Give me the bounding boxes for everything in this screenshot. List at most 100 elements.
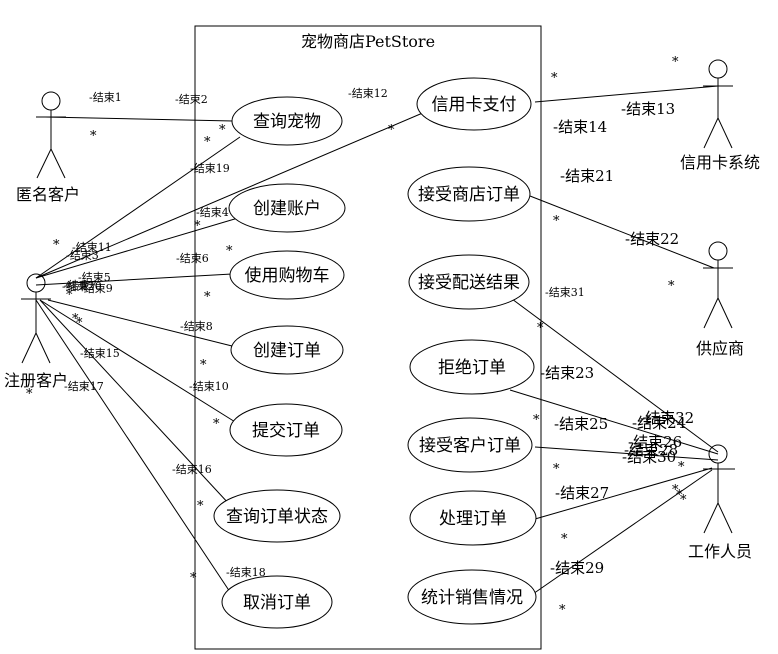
multiplicity: *	[537, 321, 544, 336]
use-case-label: 接受商店订单	[418, 185, 520, 205]
use-case-card-pay[interactable]: 信用卡支付	[416, 77, 532, 131]
use-case-accept-store-order[interactable]: 接受商店订单	[407, 166, 531, 222]
multiplicity: *	[219, 123, 226, 138]
end-label: -结束18	[226, 566, 266, 579]
assoc-process-staff	[534, 467, 713, 520]
actor-label: 匿名客户	[16, 185, 80, 204]
end-label: -结束1	[89, 91, 122, 104]
actor-label: 供应商	[696, 339, 744, 358]
use-case-label: 查询宠物	[253, 112, 321, 132]
end-label: -结束16	[172, 463, 212, 476]
assoc-card-pay-card	[534, 85, 719, 103]
multiplicity: *	[197, 499, 204, 514]
use-case-label: 创建账户	[253, 199, 321, 219]
actor-anonymous-customer[interactable]	[36, 91, 66, 179]
multiplicity: *	[66, 288, 73, 303]
multiplicity: *	[551, 71, 558, 86]
actor-supplier[interactable]	[703, 241, 733, 329]
assoc-reg-submit-order	[39, 299, 241, 426]
use-case-accept-ship-result[interactable]: 接受配送结果	[408, 254, 530, 310]
multiplicity: *	[204, 135, 211, 150]
multiplicity: *	[553, 214, 560, 229]
use-case-label: 创建订单	[253, 341, 321, 361]
use-case-reject-order[interactable]: 拒绝订单	[409, 339, 535, 395]
end-label: -结束10	[189, 380, 229, 393]
association-lines	[35, 85, 719, 597]
use-case-cancel-order[interactable]: 取消订单	[221, 575, 333, 629]
use-case-process-order[interactable]: 处理订单	[409, 490, 537, 546]
end-label: -结束23	[540, 364, 594, 382]
end-label: -结束12	[348, 87, 388, 100]
use-case-label: 使用购物车	[245, 265, 330, 286]
multiplicity: *	[190, 571, 197, 586]
use-case-label: 取消订单	[243, 593, 311, 613]
use-case-label: 查询订单状态	[226, 507, 328, 527]
use-case-label: 接受配送结果	[418, 273, 520, 293]
actor-label: 工作人员	[688, 542, 752, 561]
actor-credit-card-system[interactable]	[703, 59, 733, 149]
assoc-reg-cancel-order	[35, 299, 233, 596]
multiplicity: *	[213, 417, 220, 432]
end-label: -结束28	[624, 441, 678, 459]
end-label: -结束29	[550, 559, 604, 577]
use-case-use-cart[interactable]: 使用购物车	[229, 250, 345, 300]
multiplicity: *	[226, 244, 233, 259]
use-case-query-pet[interactable]: 查询宠物	[231, 96, 343, 146]
use-case-create-account[interactable]: 创建账户	[228, 183, 346, 233]
multiplicity: *	[388, 123, 395, 138]
multiplicity: *	[672, 483, 679, 498]
assoc-anon-query-pet	[44, 116, 234, 122]
use-case-accept-customer-order[interactable]: 接受客户订单	[407, 417, 533, 473]
assoc-accept-cust-staff	[534, 446, 719, 461]
actor-registered-customer[interactable]	[21, 273, 51, 364]
system-boundary	[194, 25, 542, 650]
assoc-reg-query-pet	[35, 136, 241, 279]
use-case-label: 拒绝订单	[438, 358, 506, 378]
multiplicity: *	[678, 460, 685, 475]
multiplicity: *	[53, 238, 60, 253]
multiplicity: *	[194, 219, 201, 234]
end-label: -结束26	[628, 433, 682, 451]
end-label: -结束5	[78, 271, 111, 284]
use-case-submit-order[interactable]: 提交订单	[229, 403, 343, 457]
assoc-accept-ship-staff	[507, 295, 719, 453]
multiplicity: *	[680, 493, 687, 508]
use-case-sales-stats[interactable]: 统计销售情况	[407, 569, 537, 625]
assoc-reg-create-acct	[35, 217, 239, 279]
actor-staff[interactable]	[703, 444, 735, 534]
multiplicity: *	[553, 462, 560, 477]
end-label: -结束22	[625, 230, 679, 248]
use-case-label: 信用卡支付	[432, 95, 517, 115]
end-label: -结束32	[640, 409, 694, 427]
association-end-labels: -结束1 -结束2 -结束19 -结束20 -结束11 -结束12 -结束3 -…	[62, 87, 694, 579]
end-label: -结束8	[180, 320, 213, 333]
end-label: -结束21	[560, 167, 614, 185]
end-label: -结束4	[196, 206, 229, 219]
assoc-reg-card-pay	[35, 111, 426, 279]
assoc-reject-staff	[509, 389, 719, 455]
end-label: -结束11	[72, 241, 112, 254]
use-case-label: 处理订单	[439, 509, 507, 529]
end-label: -结束15	[80, 347, 120, 360]
end-label: -结束25	[554, 415, 608, 433]
assoc-reg-create-order	[47, 299, 233, 347]
multiplicity: *	[90, 129, 97, 144]
multiplicity: *	[561, 532, 568, 547]
end-label: -结束7	[64, 279, 97, 292]
end-label: -结束3	[66, 249, 99, 262]
end-label: -结束6	[176, 252, 209, 265]
multiplicity: *	[200, 358, 207, 373]
multiplicity: *	[559, 603, 566, 618]
end-label: -结束9	[80, 282, 113, 295]
end-label: -结束30	[622, 448, 676, 466]
assoc-stats-staff	[529, 469, 713, 597]
multiplicity: *	[26, 387, 33, 402]
use-case-create-order[interactable]: 创建订单	[230, 325, 344, 375]
use-case-label: 统计销售情况	[421, 588, 523, 608]
multiplicity: *	[668, 279, 675, 294]
use-case-label: 提交订单	[252, 421, 320, 441]
assoc-accept-store-supplier	[529, 195, 715, 269]
use-case-label: 接受客户订单	[419, 436, 521, 456]
use-case-order-status[interactable]: 查询订单状态	[213, 489, 341, 543]
system-title: 宠物商店PetStore	[301, 32, 435, 51]
